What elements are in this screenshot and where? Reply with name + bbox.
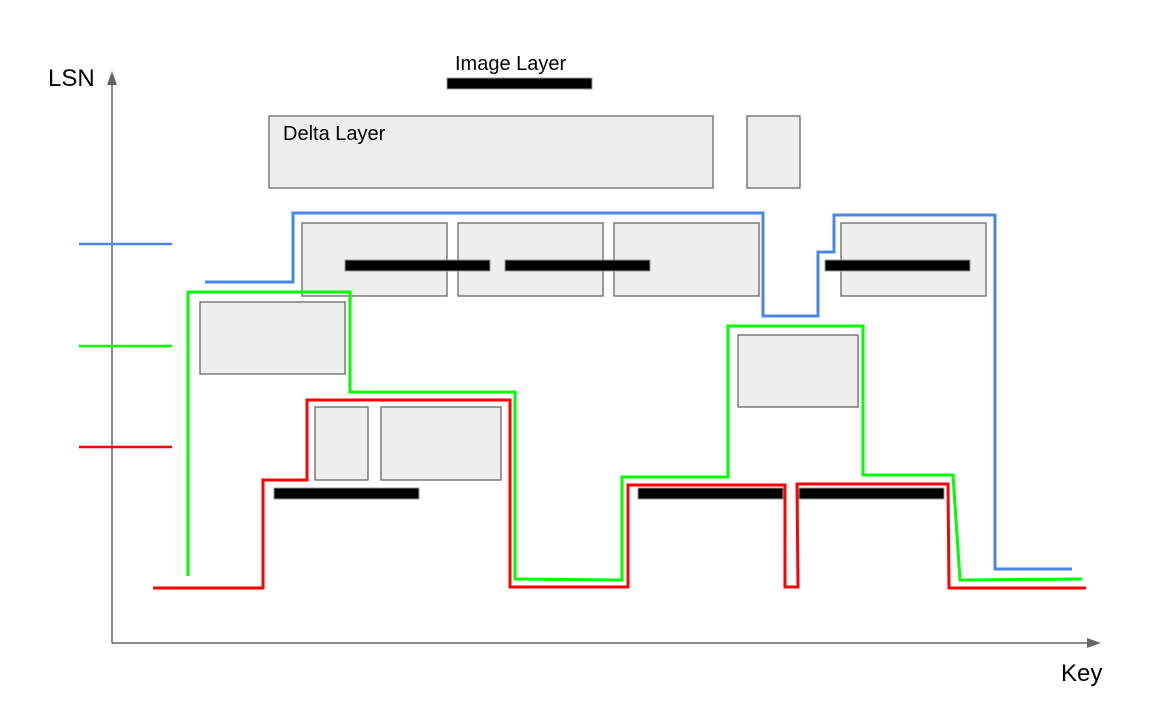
delta-layer — [199, 301, 346, 375]
y-axis-arrow-icon — [107, 71, 117, 85]
image-layer — [824, 259, 971, 272]
delta-layer-label: Delta Layer — [283, 123, 386, 145]
image-layer-label: Image Layer — [455, 53, 567, 75]
lsn-markers — [79, 242, 172, 449]
red-boundary-line — [153, 398, 1086, 590]
x-axis-label: Key — [1061, 660, 1102, 687]
green-boundary-line — [186, 290, 1083, 582]
blue-boundary-line — [205, 211, 1072, 571]
axes — [107, 71, 1101, 648]
image-layer — [273, 487, 420, 500]
image-layer — [637, 487, 784, 500]
x-axis-arrow-icon — [1087, 638, 1101, 648]
delta-layer — [314, 406, 369, 481]
image-layer — [344, 259, 491, 272]
delta-layer — [380, 406, 502, 481]
delta-layer-large — [268, 115, 714, 189]
delta-layer — [737, 334, 859, 408]
delta-layer-small — [746, 115, 801, 189]
image-layer-top — [446, 77, 593, 90]
y-axis-label: LSN — [48, 65, 95, 92]
image-layer — [504, 259, 651, 272]
image-layer — [798, 487, 945, 500]
